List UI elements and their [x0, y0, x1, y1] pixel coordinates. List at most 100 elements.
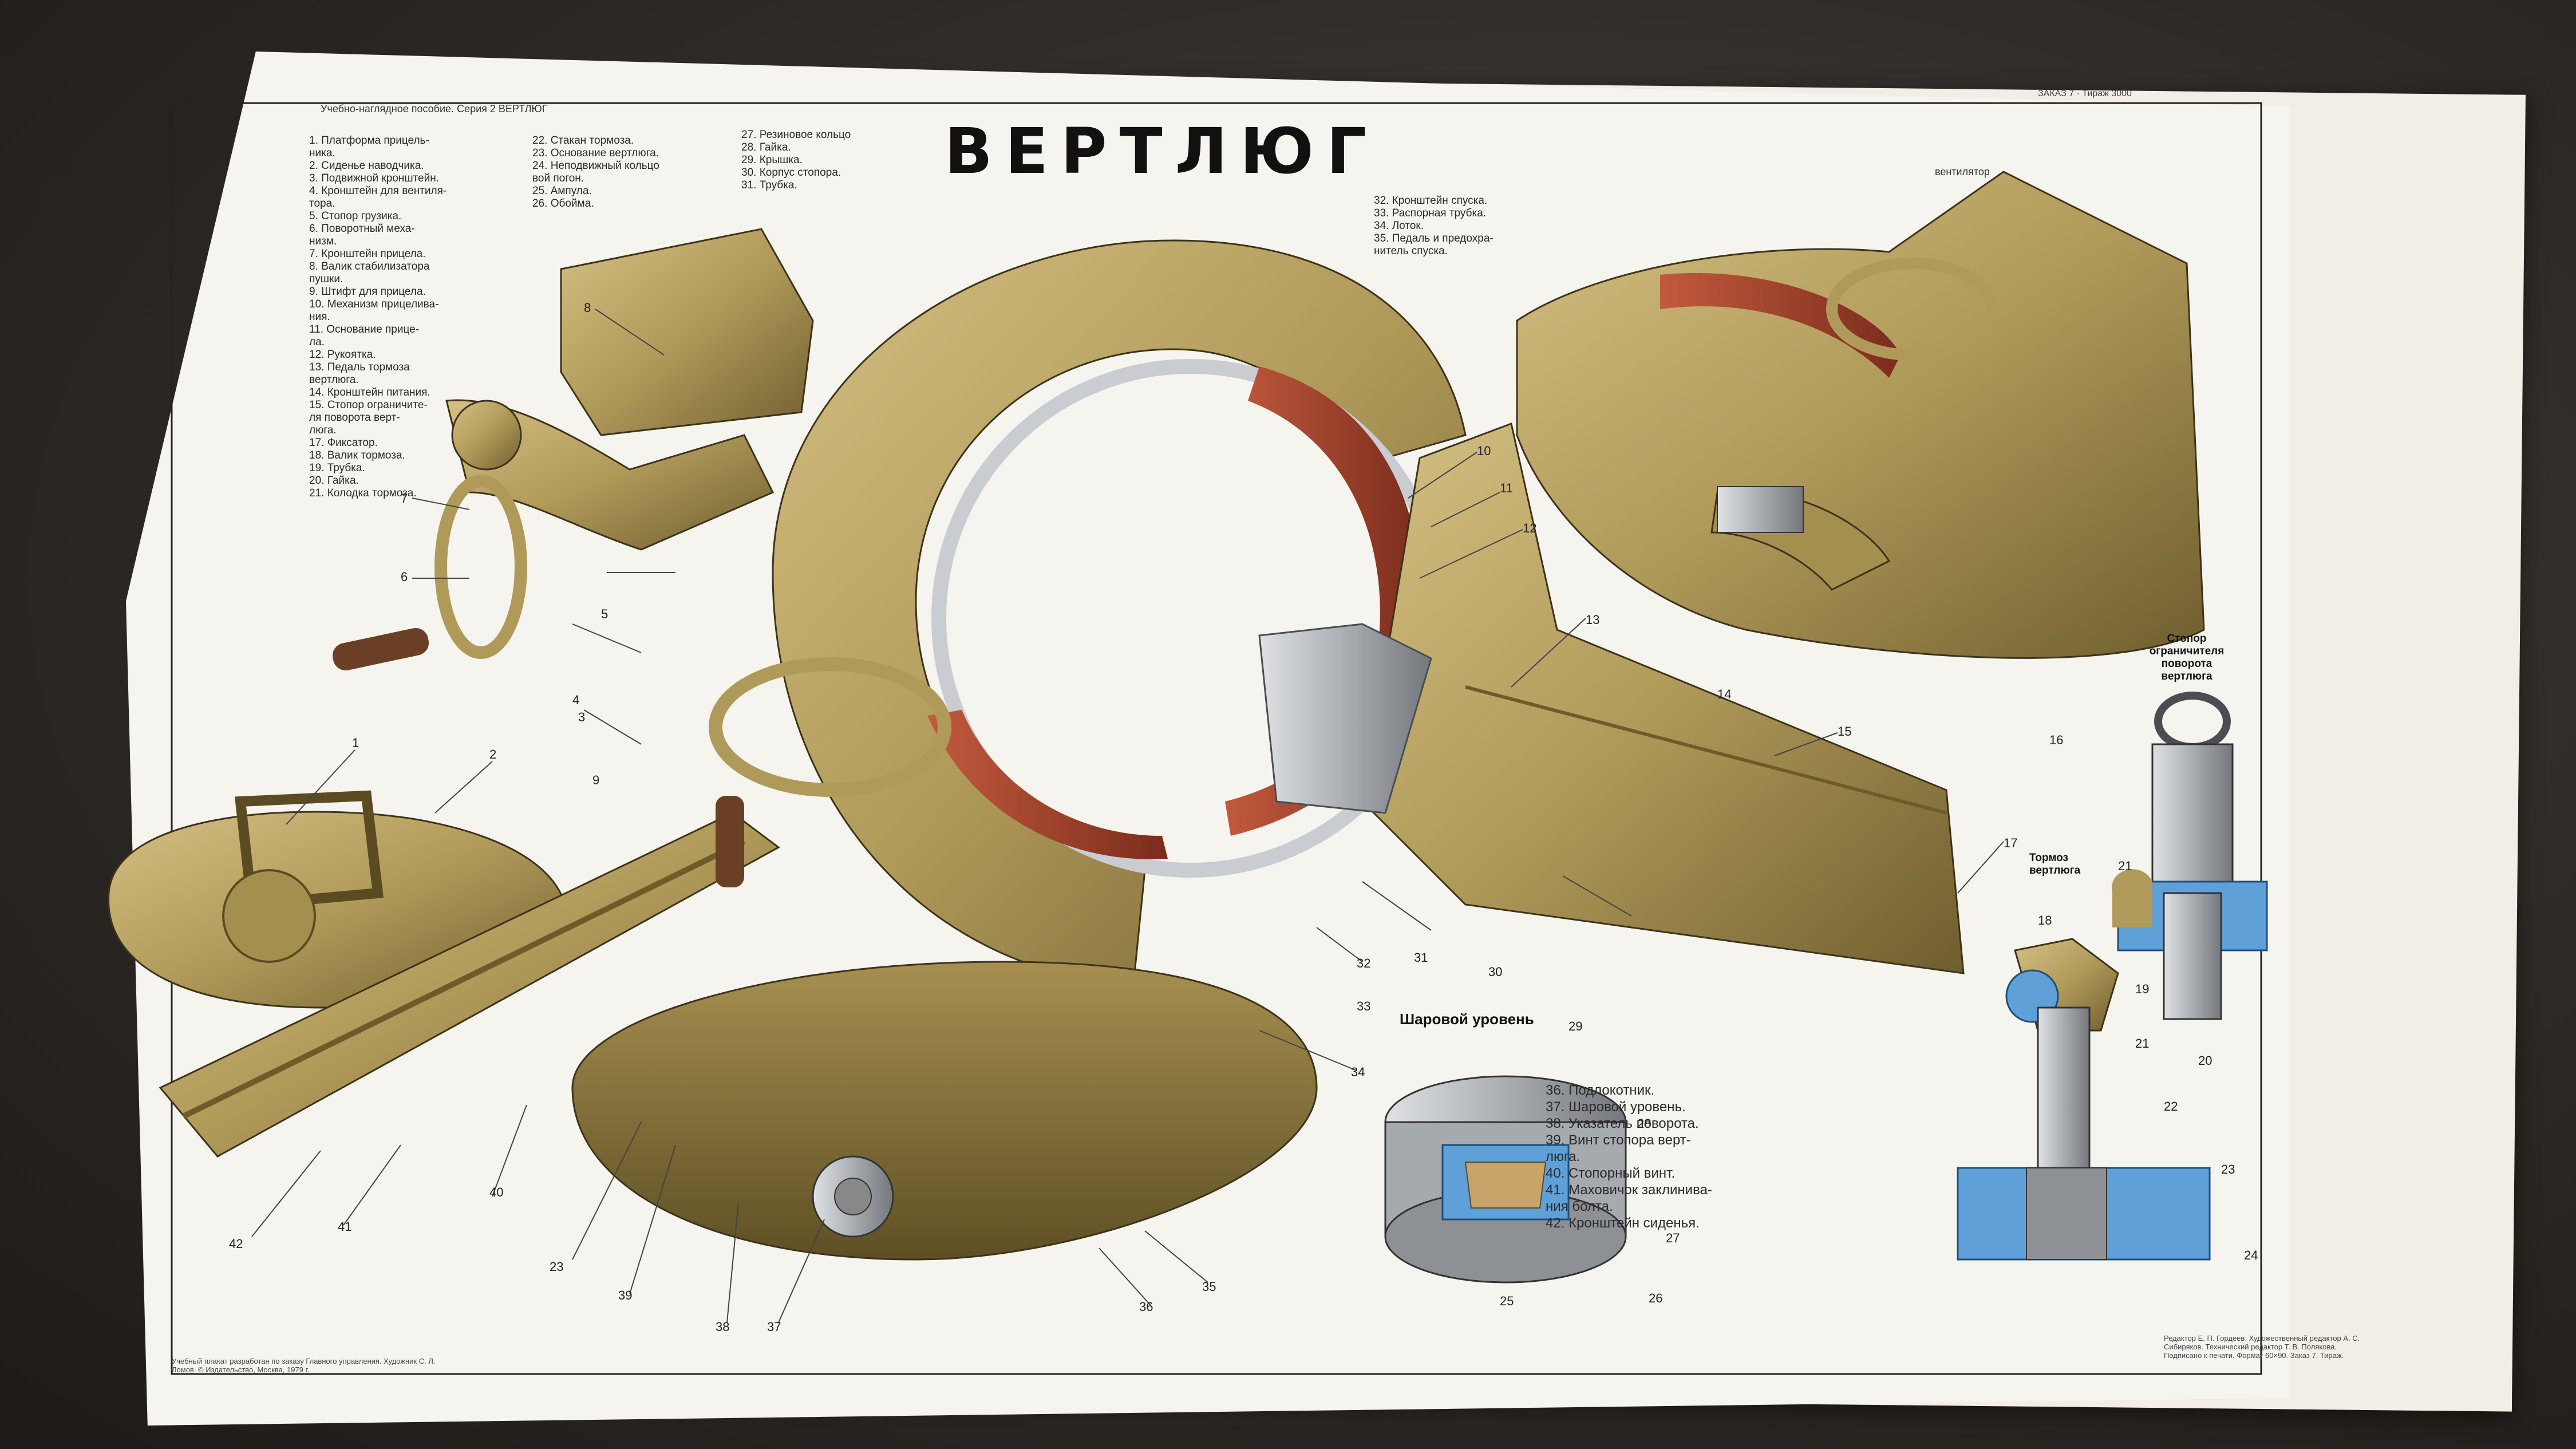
ammo-tray [1361, 422, 1965, 974]
legend-item: 25. Ампула. [532, 185, 592, 197]
legend-item: 32. Кронштейн спуска. [1374, 195, 1488, 207]
callout-number: 34 [1351, 1065, 1365, 1079]
legend-item: 8. Валик стабилизатора [309, 260, 430, 273]
legend-item: тора. [309, 198, 335, 210]
legend-item: 1. Платформа прицель- [309, 135, 429, 147]
legend-item: 24. Неподвижный кольцо [532, 160, 659, 172]
brake-label: Тормоз вертлюга [2029, 852, 2081, 876]
legend-item: ния. [309, 311, 330, 323]
callout-number: 26 [1649, 1291, 1663, 1305]
legend-item: вой погон. [532, 172, 584, 184]
callout-number: 10 [1477, 444, 1491, 458]
callout-number: 1 [352, 736, 359, 750]
legend-item: 18. Валик тормоза. [309, 449, 405, 461]
callout-number: 16 [2049, 733, 2064, 747]
legend-item: 27. Резиновое кольцо [741, 129, 851, 141]
callout-number: 2 [489, 747, 497, 761]
stopor-label: Стопор ограничителя поворота вертлюга [2149, 633, 2225, 682]
callout-number: 21 [2135, 1036, 2150, 1051]
legend-item: 15. Стопор ограничите- [309, 399, 428, 411]
legend-item: 28. Гайка. [741, 141, 791, 153]
legend-item: 41. Маховичок заклинива- [1546, 1182, 1712, 1198]
callout-number: 12 [1523, 521, 1537, 535]
legend-item: 2. Сиденье наводчика. [309, 160, 424, 172]
callout-number: 31 [1414, 950, 1428, 965]
upper-bracket-box [560, 228, 814, 436]
callout-number: 29 [1568, 1019, 1583, 1033]
callout-number: 19 [2135, 982, 2150, 996]
legend-item: ния болта. [1546, 1199, 1613, 1214]
legend-item: 17. Фиксатор. [309, 437, 378, 449]
steel-cone [1258, 623, 1432, 814]
callout-number: 39 [618, 1288, 633, 1302]
footer-left: Учебный плакат разработан по заказу Глав… [172, 1357, 436, 1374]
legend-item: пушки. [309, 273, 343, 285]
legend-item: люга. [309, 424, 337, 436]
footer-right: Редактор Е. П. Гордеев. Художественный р… [2164, 1334, 2360, 1360]
legend-item: 30. Корпус стопора. [741, 167, 841, 179]
legend-item: 29. Крышка. [741, 154, 803, 166]
legend-item: 13. Педаль тормоза [309, 361, 410, 373]
callout-number: 23 [550, 1260, 564, 1274]
legend-item: ля поворота верт- [309, 412, 400, 424]
legend-item: 40. Стопорный винт. [1546, 1166, 1676, 1181]
legend-item: 19. Трубка. [309, 462, 365, 474]
stopor-detail [2111, 692, 2268, 1020]
top-right-detail-view [1516, 171, 2205, 659]
spherical-level-detail [1384, 1075, 1627, 1284]
legend-item: 22. Стакан тормоза. [532, 135, 634, 147]
legend-list-b: 22. Стакан тормоза. 23. Основание вертлю… [532, 135, 659, 210]
callout-number: 40 [489, 1185, 504, 1199]
handwheel-grip [716, 796, 744, 887]
legend-item: 3. Подвижной кронштейн. [309, 172, 440, 184]
main-turret-ring [772, 239, 1467, 986]
legend-item: 26. Обойма. [532, 198, 594, 210]
legend-item: 12. Рукоятка. [309, 349, 376, 361]
legend-item: 34. Лоток. [1374, 220, 1424, 232]
legend-item: 35. Педаль и предохра- [1374, 232, 1494, 244]
legend-item: 5. Стопор грузика. [309, 210, 402, 222]
legend-item: 33. Распорная трубка. [1374, 207, 1487, 219]
callout-number: 6 [401, 570, 408, 584]
legend-item: 7. Кронштейн прицела. [309, 248, 426, 260]
legend-item: 4. Кронштейн для вентиля- [309, 185, 447, 197]
legend-item: низм. [309, 235, 337, 247]
leader-lines [251, 309, 2004, 1323]
legend-list-c: 27. Резиновое кольцо 28. Гайка. 29. Крыш… [741, 129, 890, 192]
legend-item: ла. [309, 336, 325, 348]
callout-number: 21 [2118, 859, 2132, 873]
callout-number: 8 [584, 301, 591, 315]
legend-item: 39. Винт стопора верт- [1546, 1132, 1691, 1148]
callout-number: 25 [1500, 1294, 1514, 1308]
legend-item: нитель спуска. [1374, 245, 1448, 257]
legend-item: вертлюга. [309, 374, 359, 386]
legend-list-e: 36. Подлокотник. 37. Шаровой уровень. 38… [1546, 1082, 1786, 1231]
legend-item: 11. Основание прице- [309, 323, 420, 335]
legend-item: 42. Кронштейн сиденья. [1546, 1215, 1700, 1231]
page-title: ВЕРТЛЮГ [945, 115, 1380, 188]
legend-list-d: 32. Кронштейн спуска. 33. Распорная труб… [1374, 195, 1557, 258]
callout-number: 22 [2164, 1099, 2178, 1114]
legend-item: 21. Колодка тормоза. [309, 487, 417, 499]
callout-number: 20 [2198, 1053, 2212, 1068]
base-platform [571, 961, 1318, 1261]
callout-number: 4 [572, 693, 580, 707]
callout-number: 23 [2221, 1162, 2235, 1176]
crank-handle [332, 627, 429, 671]
poster-frame [171, 102, 2262, 1375]
legend-item: 31. Трубка. [741, 179, 797, 191]
callout-number: 36 [1139, 1300, 1153, 1314]
callout-number: 14 [1717, 687, 1732, 701]
legend-item: 36. Подлокотник. [1546, 1083, 1655, 1098]
callout-number: 18 [2038, 913, 2052, 927]
callout-number: 5 [601, 607, 609, 621]
callout-number: 7 [401, 491, 408, 506]
header-note: Учебно-наглядное пособие. Серия 2 ВЕРТЛЮ… [321, 103, 548, 115]
legend-item: 20. Гайка. [309, 475, 359, 487]
callout-number: 38 [716, 1320, 730, 1334]
spherical-level-label: Шаровой уровень [1400, 1010, 1534, 1028]
legend-item: 14. Кронштейн питания. [309, 386, 430, 398]
right-code: вентилятор [1935, 166, 1990, 177]
legend-item: 38. Указатель поворота. [1546, 1116, 1699, 1131]
callout-number: 28 [1637, 1116, 1652, 1131]
